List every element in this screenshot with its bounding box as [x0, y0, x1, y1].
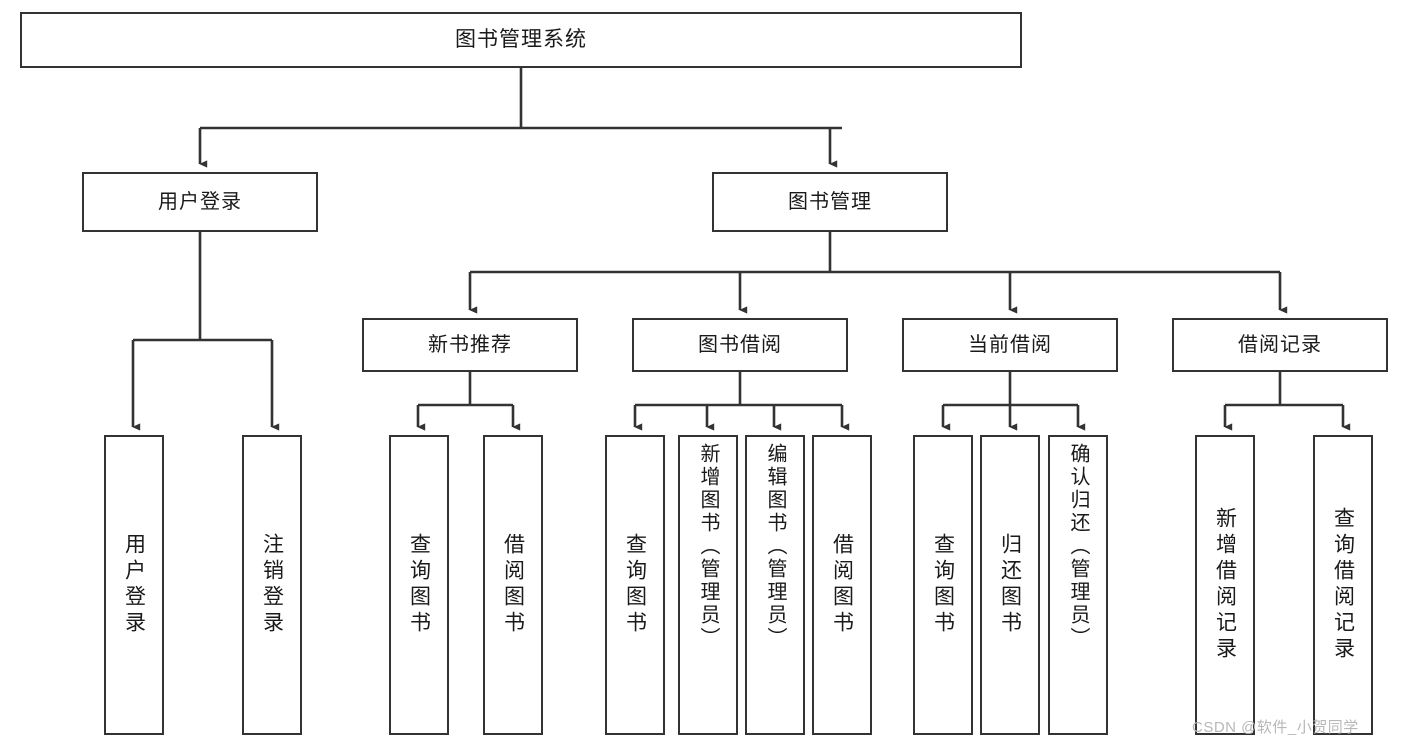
leaf-current-borrow-confirm-return[interactable]: 确认归还（管理员）	[1048, 435, 1108, 735]
watermark-text: CSDN @软件_小贺同学	[1192, 719, 1359, 736]
node-label: 图书借阅	[698, 333, 782, 356]
leaf-book-borrow-borrow[interactable]: 借阅图书	[812, 435, 872, 735]
node-label: 用户登录	[122, 533, 146, 637]
node-label: 借阅图书	[501, 533, 525, 637]
node-label: 查询图书	[931, 533, 955, 637]
node-root-system[interactable]: 图书管理系统	[20, 12, 1022, 68]
node-label: 查询图书	[623, 533, 647, 637]
node-label: 借阅图书	[830, 533, 854, 637]
leaf-record-query[interactable]: 查询借阅记录	[1313, 435, 1373, 735]
leaf-user-login-logout[interactable]: 注销登录	[242, 435, 302, 735]
node-label: 确认归还（管理员）	[1067, 443, 1089, 650]
node-current-borrowing[interactable]: 当前借阅	[902, 318, 1118, 372]
leaf-book-borrow-query[interactable]: 查询图书	[605, 435, 665, 735]
node-label: 图书管理系统	[455, 28, 587, 52]
node-book-borrowing[interactable]: 图书借阅	[632, 318, 848, 372]
node-label: 注销登录	[260, 533, 284, 637]
node-label: 新增借阅记录	[1213, 507, 1237, 663]
node-label: 编辑图书（管理员）	[764, 443, 786, 650]
node-label: 查询借阅记录	[1331, 507, 1355, 663]
leaf-book-borrow-edit[interactable]: 编辑图书（管理员）	[745, 435, 805, 735]
node-new-book-recommendation[interactable]: 新书推荐	[362, 318, 578, 372]
node-book-management[interactable]: 图书管理	[712, 172, 948, 232]
leaf-new-book-query[interactable]: 查询图书	[389, 435, 449, 735]
node-label: 用户登录	[158, 190, 242, 213]
node-label: 新书推荐	[428, 333, 512, 356]
node-label: 归还图书	[998, 533, 1022, 637]
leaf-record-add[interactable]: 新增借阅记录	[1195, 435, 1255, 735]
node-label: 查询图书	[407, 533, 431, 637]
leaf-book-borrow-add[interactable]: 新增图书（管理员）	[678, 435, 738, 735]
leaf-new-book-borrow[interactable]: 借阅图书	[483, 435, 543, 735]
node-user-login[interactable]: 用户登录	[82, 172, 318, 232]
leaf-current-borrow-return[interactable]: 归还图书	[980, 435, 1040, 735]
node-label: 当前借阅	[968, 333, 1052, 356]
node-label: 新增图书（管理员）	[697, 443, 719, 650]
leaf-current-borrow-query[interactable]: 查询图书	[913, 435, 973, 735]
node-borrowing-record[interactable]: 借阅记录	[1172, 318, 1388, 372]
node-label: 图书管理	[788, 190, 872, 213]
node-label: 借阅记录	[1238, 333, 1322, 356]
leaf-user-login-login[interactable]: 用户登录	[104, 435, 164, 735]
